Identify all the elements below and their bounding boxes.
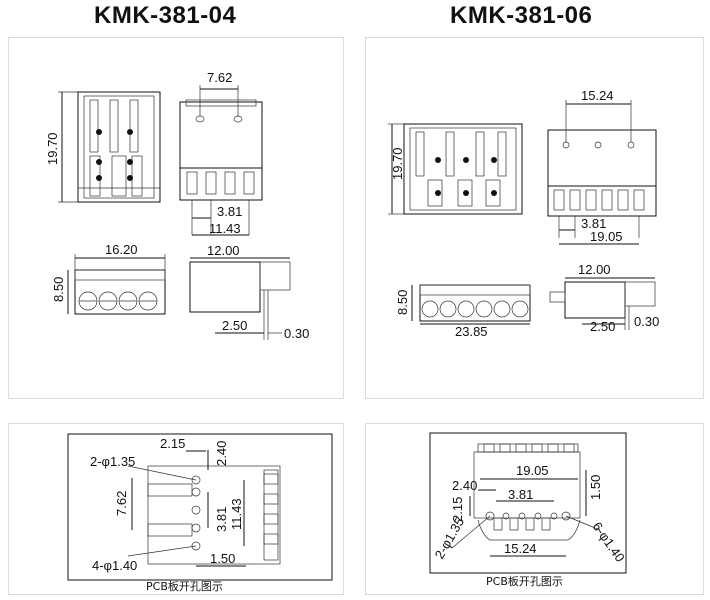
left-pin-thickness-label: 0.30 [284,326,309,341]
right-pin-pitch-label: 3.81 [581,216,606,231]
right-span-label: 19.05 [590,229,623,244]
left-width-label: 16.20 [105,242,138,257]
left-bottom-view [74,269,166,315]
right-pcb-pin-pitch-label: 3.81 [508,487,533,502]
left-side-view [179,99,263,235]
panel-left-top [8,37,344,399]
left-front-view [77,91,161,203]
right-dim-height: 19.70 [388,123,405,215]
title-left: KMK-381-04 [94,2,237,29]
right-pin-offset-label: 2.50 [590,319,615,334]
right-pitch-label: 15.24 [581,88,614,103]
title-right: KMK-381-06 [450,2,593,29]
left-pcb-pitch-label: 7.62 [114,491,129,516]
right-pcb-hole-small-label: 2-φ1.35 [432,515,468,562]
right-pcb-offset-label: 1.50 [588,475,603,500]
right-pcb-drawing [429,432,627,574]
right-depth-label: 12.00 [578,262,611,277]
right-bottom-view [419,284,531,322]
right-pcb-dims: 19.05 2.40 3.81 2.15 1.50 2-φ1.35 15.24 … [432,463,628,588]
right-pin-thickness-label: 0.30 [634,314,659,329]
left-height-label: 19.70 [45,132,60,165]
left-pcb-d2-label: 2.40 [214,441,229,466]
right-pcb-caption: PCB板开孔图示 [486,574,563,588]
left-pcb-pin-pitch-label: 3.81 [214,507,229,532]
left-dim-height: 19.70 [45,91,78,203]
left-pcb-hole-small-label: 2-φ1.35 [90,454,135,469]
panel-left-bottom [8,423,344,595]
left-dim-width: 16.20 8.50 [51,242,166,314]
right-height-label: 19.70 [390,147,405,180]
right-profile-view: 12.00 2.50 0.30 [549,262,659,334]
left-pcb-d1-label: 2.15 [160,436,185,451]
right-dim-pin-pitch: 3.81 19.05 [559,216,639,245]
right-pcb-span-label: 19.05 [516,463,549,478]
left-dim-pitch: 7.62 [199,70,239,116]
left-dim-pin-pitch: 3.81 11.43 [192,204,249,236]
left-pcb-drawing [67,433,333,581]
left-pitch-label: 7.62 [207,70,232,85]
right-pcb-d1-label: 2.15 [450,497,465,522]
panel-right-top [365,37,704,399]
left-pcb-span-label: 11.43 [229,498,244,530]
left-pin-pitch-label: 3.81 [217,204,242,219]
right-side-view [547,129,657,238]
left-profile-view: 12.00 2.50 0.30 [189,243,309,341]
right-width-label: 23.85 [455,324,488,339]
left-pcb-hole-large-label: 4-φ1.40 [92,558,137,573]
right-pcb-pitch-label: 15.24 [504,541,537,556]
right-front-view [403,123,523,215]
left-depth-label: 12.00 [207,243,240,258]
left-pcb-dims: 2.15 2.40 2-φ1.35 7.62 3.81 11.43 4-φ1.4… [90,436,246,593]
right-side-height-label: 8.50 [395,290,410,315]
right-pcb-d2-label: 2.40 [452,478,477,493]
left-pin-offset-label: 2.50 [222,318,247,333]
left-span-label: 11.43 [209,221,241,236]
left-pcb-offset-label: 1.50 [210,551,235,566]
left-side-height-label: 8.50 [51,277,66,302]
right-dim-width: 23.85 8.50 [395,285,530,339]
right-dim-pitch: 15.24 [565,88,632,142]
right-pcb-hole-large-label: 6-φ1.40 [590,519,628,565]
left-pcb-caption: PCB板开孔图示 [146,579,223,593]
